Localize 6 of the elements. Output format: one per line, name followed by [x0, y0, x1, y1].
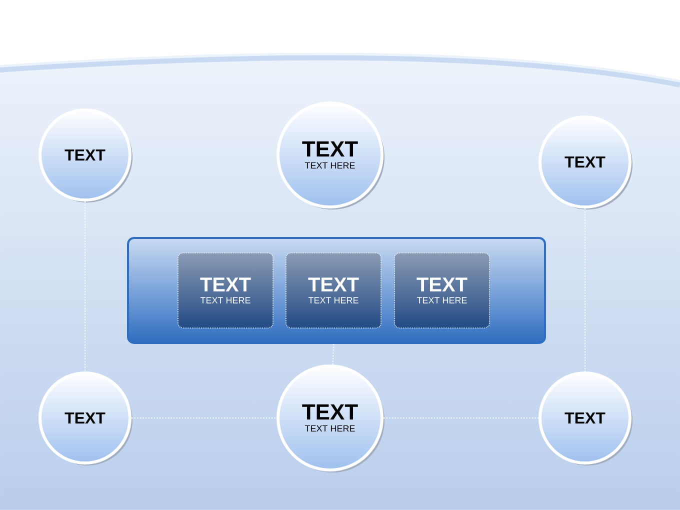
connector-line	[332, 344, 334, 365]
text-card: TEXT TEXT HERE	[394, 252, 490, 328]
connector-line	[584, 208, 586, 372]
text-card: TEXT TEXT HERE	[286, 252, 382, 328]
connector-line	[84, 201, 86, 372]
text-card: TEXT TEXT HERE	[178, 252, 274, 328]
